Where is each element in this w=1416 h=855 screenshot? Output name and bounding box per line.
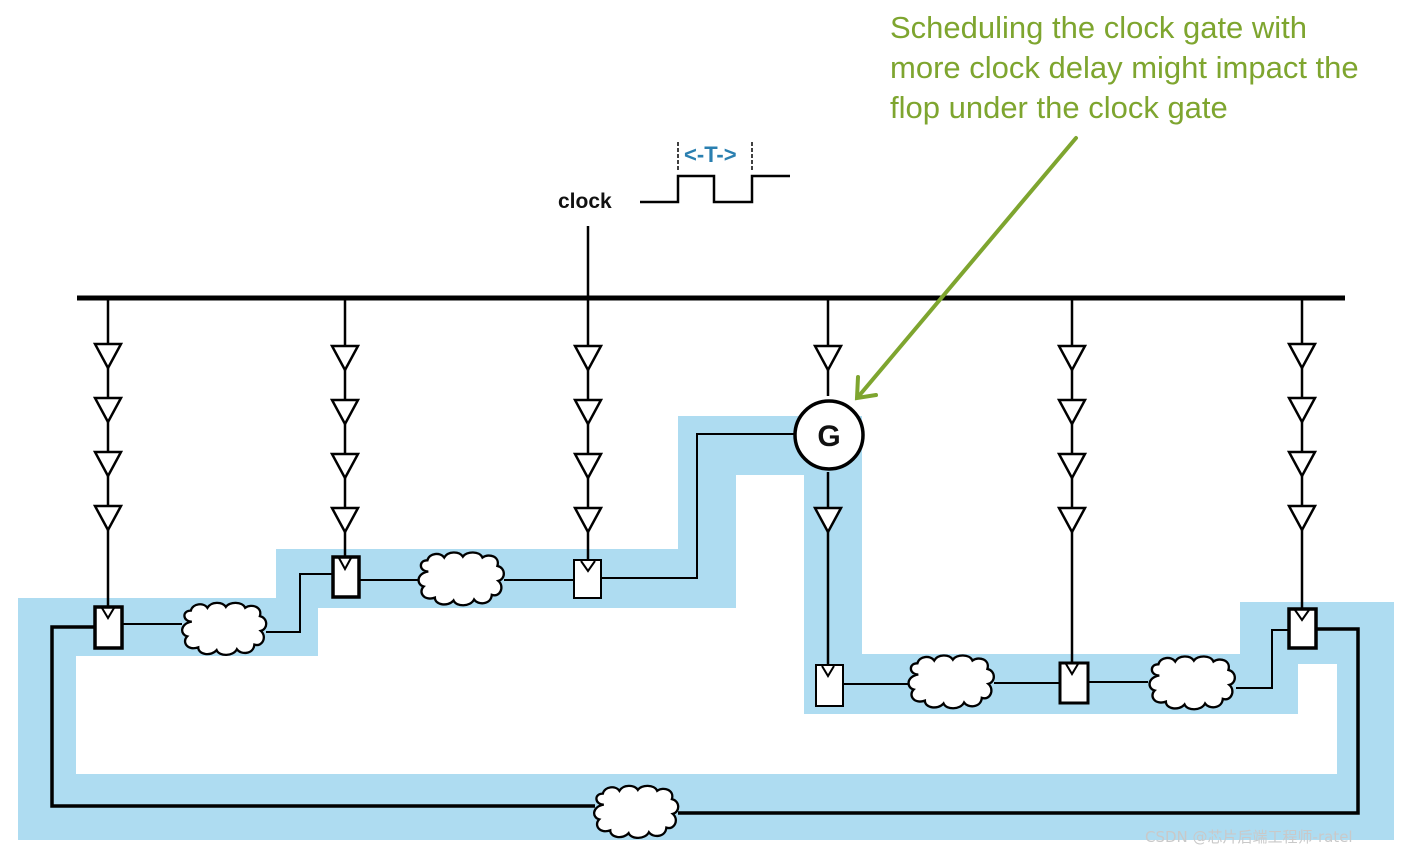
clock-gate-label: G bbox=[817, 420, 840, 453]
flop-1 bbox=[93, 605, 124, 650]
buffer-icon bbox=[93, 342, 123, 370]
period-label: <-T-> bbox=[684, 142, 737, 167]
path-highlight bbox=[18, 416, 1394, 840]
buffer-icon bbox=[330, 344, 360, 372]
clock-waveform bbox=[640, 174, 790, 204]
logic-cloud-icon bbox=[592, 784, 680, 840]
annotation-arrow bbox=[854, 136, 1078, 401]
flop-gated bbox=[815, 664, 844, 707]
annotation-line: Scheduling the clock gate with bbox=[890, 10, 1308, 45]
watermark: CSDN @芯片后端工程师-ratel bbox=[1145, 828, 1353, 846]
buffer-icon bbox=[813, 344, 843, 372]
annotation-line: more clock delay might impact the bbox=[890, 50, 1359, 85]
flop-3 bbox=[573, 559, 602, 599]
logic-cloud-icon bbox=[417, 551, 505, 607]
annotation-text: Scheduling the clock gate with more cloc… bbox=[890, 8, 1359, 128]
clock-label: clock bbox=[558, 190, 612, 213]
buffer-icon bbox=[1057, 452, 1087, 480]
flop-5 bbox=[1058, 661, 1090, 705]
flop-6 bbox=[1287, 607, 1318, 650]
flop-2 bbox=[331, 555, 361, 599]
buffer-icon bbox=[1287, 342, 1317, 370]
logic-cloud-icon bbox=[180, 601, 268, 657]
buffer-icon bbox=[93, 450, 123, 478]
buffer-icon bbox=[330, 398, 360, 426]
buffer-icon bbox=[573, 452, 603, 480]
logic-cloud-icon bbox=[1148, 655, 1237, 711]
buffer-icon bbox=[1287, 504, 1317, 532]
buffer-icon bbox=[573, 344, 603, 372]
buffer-icon bbox=[93, 504, 123, 532]
buffer-icon bbox=[573, 398, 603, 426]
buffer-icon bbox=[1057, 506, 1087, 534]
annotation-line: flop under the clock gate bbox=[890, 90, 1228, 125]
buffer-icon bbox=[1057, 344, 1087, 372]
logic-cloud-icon bbox=[907, 654, 995, 710]
buffer-icon bbox=[1057, 398, 1087, 426]
buffer-icon bbox=[330, 506, 360, 534]
data-wires bbox=[50, 433, 1360, 815]
buffer-icon bbox=[330, 452, 360, 480]
buffer-icon bbox=[1287, 396, 1317, 424]
clock-gate: G bbox=[793, 399, 865, 471]
buffer-icon bbox=[573, 506, 603, 534]
buffer-icon bbox=[1287, 450, 1317, 478]
buffer-icon bbox=[93, 396, 123, 424]
